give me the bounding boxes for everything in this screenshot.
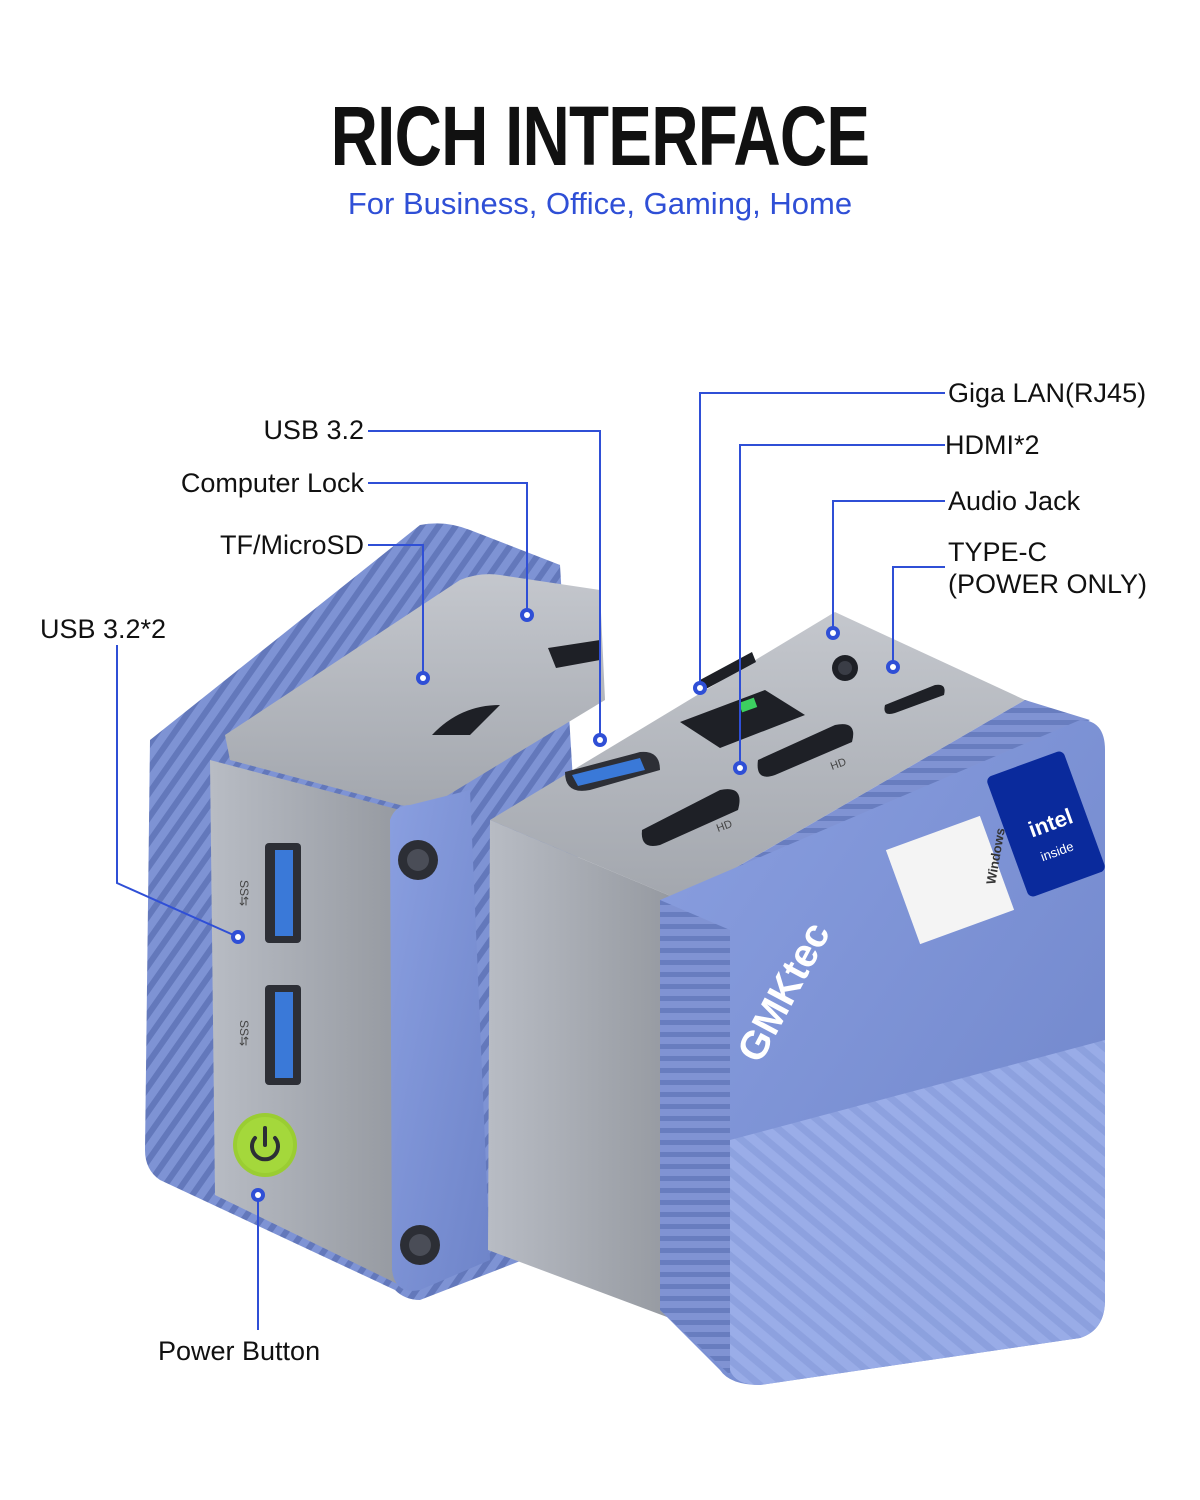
lock-slot-icon xyxy=(548,640,600,668)
left-unit: SS⇆ SS⇆ xyxy=(145,523,605,1300)
right-unit: intel inside Windows GMKtec HD HD xyxy=(488,612,1105,1385)
hd-label: HD xyxy=(829,756,848,773)
hdmi-port-icon xyxy=(641,789,740,846)
hdmi-port-icon xyxy=(757,724,854,777)
type-c-port-icon xyxy=(884,684,945,714)
svg-text:SS⇆: SS⇆ xyxy=(237,1020,251,1046)
callout-dots xyxy=(231,608,900,1202)
rj45-port-icon xyxy=(680,690,805,748)
page-subtitle: For Business, Office, Gaming, Home xyxy=(347,186,853,221)
svg-text:SS⇆: SS⇆ xyxy=(237,880,251,906)
callout-type-c-note: (POWER ONLY) xyxy=(948,569,1148,599)
callout-usb32: USB 3.2 xyxy=(263,415,364,445)
page-title: RICH INTERFACE xyxy=(330,89,871,183)
hd-label: HD xyxy=(715,818,734,835)
windows-sticker-icon xyxy=(885,815,1015,945)
sd-slot-icon xyxy=(432,705,500,735)
callout-lines xyxy=(116,392,945,1330)
callout-hdmi: HDMI*2 xyxy=(945,430,1040,460)
callout-audio-jack: Audio Jack xyxy=(948,486,1081,516)
callout-usb32x2: USB 3.2*2 xyxy=(40,614,167,644)
callout-giga-lan: Giga LAN(RJ45) xyxy=(948,378,1147,408)
intel-badge-icon xyxy=(987,751,1105,897)
callout-power-button: Power Button xyxy=(158,1336,321,1366)
callout-type-c-title: TYPE-C xyxy=(948,537,1048,567)
callout-computer-lock: Computer Lock xyxy=(180,468,364,498)
callout-tf-microsd: TF/MicroSD xyxy=(220,530,364,560)
